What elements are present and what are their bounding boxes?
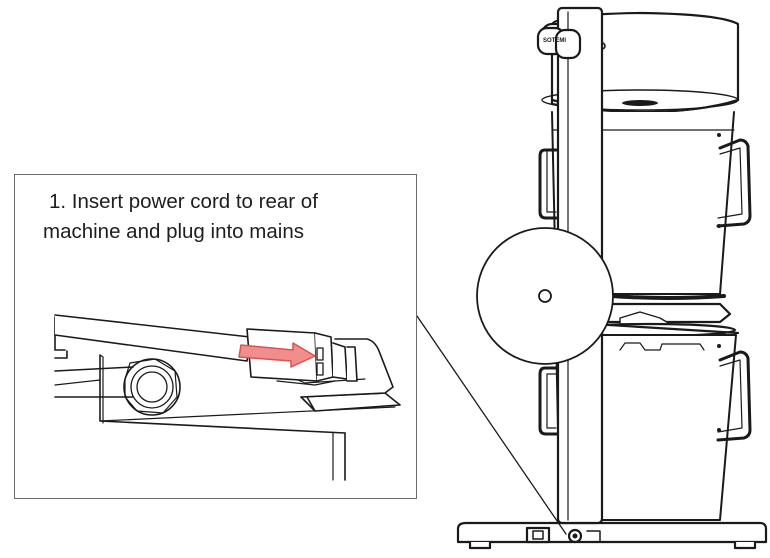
- instruction-callout-box: 1. Insert power cord to rear of machine …: [14, 174, 417, 499]
- power-cord: [54, 314, 251, 362]
- machine-base: [456, 521, 768, 544]
- instruction-line-1: 1. Insert power cord to rear of: [49, 190, 318, 213]
- brand-label: SOTEMI: [543, 38, 566, 44]
- power-cord-detail-illustration: [54, 314, 401, 481]
- insert-direction-arrow: [238, 342, 316, 368]
- callout-leader-line: [416, 315, 567, 535]
- instruction-line-2: machine and plug into mains: [43, 220, 304, 243]
- instruction-text: 1. Insert power cord to rear of machine …: [43, 187, 413, 247]
